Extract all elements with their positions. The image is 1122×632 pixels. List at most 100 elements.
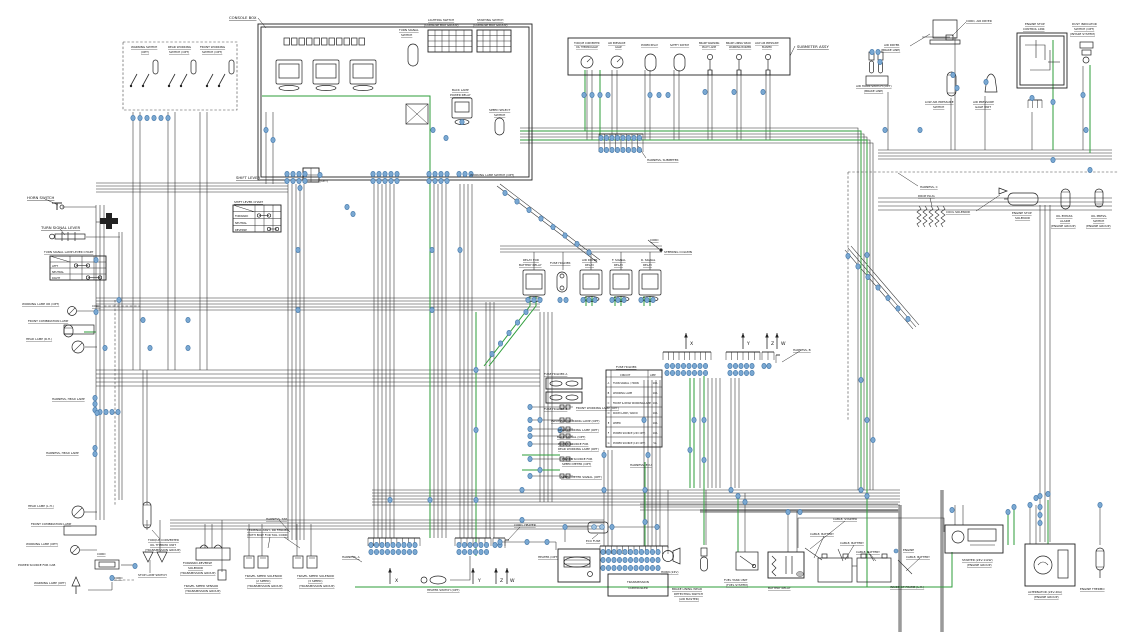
connector-dot <box>701 456 707 463</box>
air-dryer-label: AIR DRYER <box>884 43 899 47</box>
connector-dot <box>456 548 462 555</box>
fuse-row-circuit: WORKING LAMP <box>613 392 633 395</box>
wire <box>73 507 83 517</box>
fuse-row-circuit: POWER SOURCE (12V OPT) <box>613 442 645 445</box>
f-signal-relay-label: F. SIGNAL <box>612 258 626 262</box>
connector-dot <box>527 455 533 462</box>
turn-chart-row-neutral: NEUTRAL <box>52 270 65 274</box>
connector-dot <box>537 416 543 423</box>
connector-dot <box>625 147 631 154</box>
connector-dot <box>615 296 621 303</box>
air-horn-base <box>865 75 889 86</box>
tc-thermo-unit-label: TORQUE CONVERTER <box>147 538 179 542</box>
starter-box <box>944 524 1004 554</box>
power-source-connector <box>94 559 120 570</box>
connector-dot <box>611 564 617 571</box>
switch-symbol <box>167 84 171 88</box>
connector-dot <box>644 564 650 571</box>
wire <box>809 520 846 550</box>
wire <box>813 535 825 559</box>
wire <box>52 202 62 210</box>
fuse-row-id: G <box>608 442 610 445</box>
labels: WARNING SWITCH (OPT) REAR WORKING SWITCH… <box>18 15 1111 601</box>
connector-dot <box>92 444 98 451</box>
wire <box>206 73 214 86</box>
connector-dot <box>1037 519 1043 526</box>
warning-switch-label2: (OPT) <box>141 50 149 54</box>
console-connector <box>306 37 313 46</box>
capsule-symbol <box>565 380 579 387</box>
connector-dot <box>109 574 115 581</box>
connector-dot <box>1027 501 1033 508</box>
engine-node <box>893 548 899 554</box>
connector-z-bottom-label: Z <box>500 578 503 584</box>
connector-dot <box>489 350 495 357</box>
indicator-symbol <box>765 54 771 60</box>
connector-w-bottom-label: W <box>510 578 515 584</box>
wire <box>520 127 859 490</box>
inline-connector <box>565 426 571 432</box>
connector-dot <box>605 564 611 571</box>
travel-sol3-label2: (3 SPEED) <box>308 579 322 583</box>
wire <box>934 205 940 228</box>
connector-dot <box>644 548 650 555</box>
switch-symbol <box>217 84 221 88</box>
connector-dot <box>697 369 703 376</box>
lamp-symbol <box>71 340 85 354</box>
wire <box>232 204 256 213</box>
connector-dot <box>691 369 697 376</box>
harness-a-label: HARNESS, A <box>342 555 360 559</box>
connector-dot <box>438 171 444 178</box>
connector-dot <box>376 171 382 178</box>
connector-dot <box>401 548 407 555</box>
wire <box>847 247 917 328</box>
wire <box>1025 44 1046 60</box>
connector-dot <box>702 369 708 376</box>
working-lamp-bot-label: WORKING LAMP (OPT) <box>26 542 58 546</box>
connector-dot <box>983 79 989 86</box>
connector-dot <box>636 147 642 154</box>
heater-switch-symbol <box>420 576 428 584</box>
engine-stop-link-label: ENGINE STOP <box>1025 22 1045 26</box>
working-lamp-switch-label: WORKING LAMP SWITCH (OPT) <box>470 173 514 177</box>
travel-speed-sensor-label: TRAVEL SPEED SENSOR <box>183 584 218 588</box>
fuse-holder-table <box>605 369 663 448</box>
wire <box>867 551 875 562</box>
connector-dot <box>592 296 598 303</box>
inline-connector <box>559 473 565 479</box>
wire <box>844 544 855 561</box>
connector-dot <box>732 362 738 369</box>
console-connector <box>336 37 343 46</box>
indicator-symbol <box>736 54 742 60</box>
wire <box>71 546 79 554</box>
wire <box>850 245 920 326</box>
relay-symbol <box>312 59 340 85</box>
connector-dot <box>412 541 418 548</box>
connector-dot <box>609 147 615 154</box>
connector-dot <box>742 498 748 505</box>
connector-dot <box>641 416 647 423</box>
connector-dot <box>574 241 580 248</box>
brake-lining-buzzer-label2: WARNING BUZZER <box>729 46 752 49</box>
connector-x-bottom-label: X <box>395 578 398 584</box>
wire <box>586 58 591 63</box>
connector-dot <box>384 548 390 555</box>
ps-speed-label: POWER SOURCE FOR <box>562 457 592 461</box>
connector-dot <box>497 538 503 545</box>
alternator-regulator <box>1057 549 1069 579</box>
connector-dot <box>655 556 661 563</box>
connector-dot <box>858 486 864 493</box>
fuel-tank-label2: (FUEL SYSTEM) <box>726 583 748 587</box>
wire <box>405 103 429 125</box>
inline-connector <box>565 456 571 462</box>
connector-dot <box>473 366 479 373</box>
capsule-symbol <box>152 59 159 75</box>
connector-dot <box>598 135 604 142</box>
connector-dot <box>605 556 611 563</box>
fuel-tank-symbol <box>735 551 759 571</box>
relay-base <box>315 85 337 91</box>
air-horn-switch-label2: (BRAKE LINE) <box>864 89 883 93</box>
connector-dot <box>147 344 153 351</box>
connector-dot <box>426 178 432 185</box>
front-working-switch-label2: SWITCH (OPT) <box>202 50 222 54</box>
